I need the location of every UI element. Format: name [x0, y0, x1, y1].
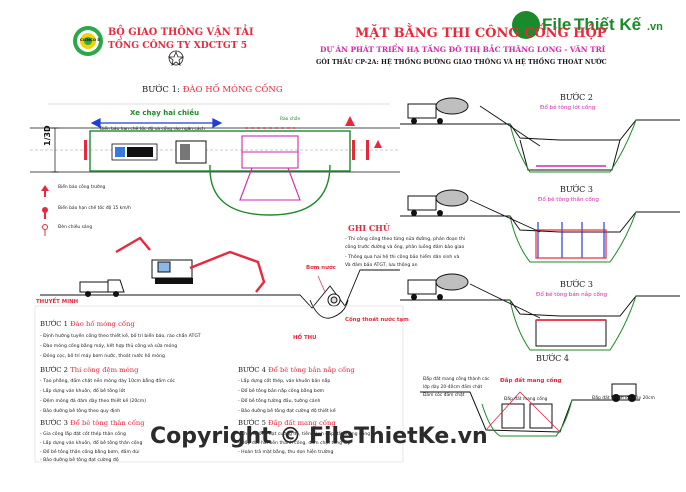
- m4-line-1: - Lắp dựng cốt thép, ván khuôn bản nắp: [238, 379, 331, 384]
- brand-name-1: File: [542, 15, 572, 34]
- brand-watermark: File Thiết Kế .vn: [512, 11, 680, 41]
- m3-head: BƯỚC 3: [40, 419, 68, 427]
- excavator-icon: [115, 236, 266, 293]
- m2-line-3: - Đệm móng đá dăm dày theo thiết kế (20c…: [40, 399, 147, 404]
- step1-main: ĐÀO HỐ MÓNG CỐNG: [182, 85, 283, 95]
- dim-label: 1/3D: [43, 125, 52, 146]
- legend-sign-icon: [41, 185, 49, 197]
- m3-line-3: - Đổ bê tông thân cống bằng bơm, đầm dùi: [40, 450, 140, 455]
- right-step-2-sub: Đổ bê tông thân cống: [538, 197, 599, 203]
- right-step-1-title: BƯỚC 2: [560, 93, 593, 102]
- pump-label: Bơm nước: [306, 265, 336, 271]
- step1-title: BƯỚC 1: ĐÀO HỐ MÓNG CỐNG: [142, 86, 283, 95]
- brand-name-3: .vn: [647, 21, 663, 33]
- m1-head: BƯỚC 1: [40, 320, 68, 328]
- m2-head: BƯỚC 2: [40, 366, 68, 374]
- method-step3-head: BƯỚC 3 Đổ bê tông thân cống: [40, 420, 145, 427]
- notes-line-1: - Thi công cống theo từng nửa đường, phâ…: [345, 237, 466, 242]
- m5-sub: Đắp đất mang cống: [268, 419, 336, 427]
- right-step-4-title: BƯỚC 4: [536, 354, 569, 363]
- method-title: THUYẾT MINH: [36, 299, 79, 305]
- notes-line-2: công trước đường và ống, phân luồng đảm …: [345, 245, 465, 250]
- m2-line-1: - Tạo phẳng, đầm chặt nền móng dày 10cm …: [40, 379, 176, 384]
- m4-line-4: - Bảo dưỡng bê tông đạt cường độ thiết k…: [238, 409, 336, 414]
- m5-head: BƯỚC 5: [238, 419, 266, 427]
- concrete-mixer-icon: [407, 189, 469, 216]
- m2-sub: Thi công đệm móng: [70, 366, 139, 374]
- company-name-2: TỔNG CÔNG TY XDCTGT 5: [108, 40, 248, 51]
- method-step1-head: BƯỚC 1 Đào hố móng cống: [40, 321, 135, 328]
- concrete-mixer-icon: [407, 97, 469, 124]
- step4-note-left-3: Đầm cóc đầm chặt: [423, 393, 465, 398]
- right-step-4-sub: Đắp đất mang cống: [500, 378, 562, 384]
- concrete-mixer-icon: [407, 273, 469, 300]
- step4-note-left-2: lớp dày 20-40cm đầm chặt: [423, 385, 483, 390]
- traffic-arrow-icon: [90, 118, 223, 128]
- m5-line-2: - Đắp đất hai bên thành cống, đầm chặt t…: [238, 441, 351, 446]
- dump-truck-icon: [79, 279, 125, 297]
- m3-line-2: - Lắp dựng ván khuôn, đổ bê tông thân cố…: [40, 441, 143, 446]
- copyright-watermark: Copyright © FileThietKe.vn: [150, 424, 488, 449]
- step4-note-right: Đắp đất thành lớp dày 20cm: [592, 396, 655, 401]
- temp-culvert-icon: [327, 293, 341, 307]
- m3-line-1: - Gia công lắp đặt cốt thép thân cống: [40, 432, 126, 437]
- method-step2-head: BƯỚC 2 Thi công đệm móng: [40, 367, 138, 374]
- right-step-3-sub: Đổ bê tông bản nắp cống: [536, 292, 607, 298]
- brand-globe-icon: [512, 11, 540, 39]
- package-subtitle: GÓI THẦU CP-2A: HỆ THỐNG ĐƯỜNG GIAO THÔN…: [316, 59, 607, 66]
- m2-line-2: - Lắp dựng ván khuôn, đổ bê tông lót: [40, 389, 126, 394]
- legend-item-2: Biển báo hạn chế tốc độ 15 km/h: [58, 206, 131, 211]
- m1-line-3: - Đóng cọc, bố trí máy bơm nước, thoát n…: [40, 354, 165, 359]
- barrier-label: Rào chắn: [280, 117, 301, 122]
- m4-sub: Đổ bê tông bản nắp cống: [268, 366, 355, 374]
- m4-line-2: - Đổ bê tông bản nắp cống bằng bơm: [238, 389, 325, 394]
- pit-label: HỐ THU: [293, 335, 317, 341]
- company-name-1: BỘ GIAO THÔNG VẬN TẢI: [108, 27, 254, 38]
- roller-compactor-icon: [611, 383, 637, 402]
- top-note: Biển báo hạn chế tốc độ và cổng rào ngăn…: [100, 127, 205, 132]
- warning-sign-icon: [345, 116, 382, 148]
- m3-line-4: - Bảo dưỡng bê tông đạt cường độ: [40, 458, 119, 463]
- notes-line-3: - Thông qua hai hệ thi công bảo hiểm dân…: [345, 255, 460, 260]
- m5-line-1: - Khi bê tông đạt cường độ, tiến hành đắ…: [238, 432, 371, 437]
- m2-line-4: - Bảo dưỡng bê tông theo quy định: [40, 409, 121, 414]
- logo-text: CIENCO 5: [80, 37, 100, 42]
- step1-prefix: BƯỚC 1:: [142, 85, 180, 95]
- notes-title: GHI CHÚ: [348, 223, 390, 233]
- legend-speed-icon: [42, 207, 48, 219]
- notes-line-4: Và đảm bảo ATGT, lưu thông an: [345, 263, 418, 268]
- m4-line-3: - Đổ bê tông tường đầu, tường cánh: [238, 399, 321, 404]
- m4-head: BƯỚC 4: [238, 366, 266, 374]
- right-step-2-title: BƯỚC 3: [560, 185, 593, 194]
- company-logo-icon: [73, 26, 103, 56]
- legend-lamp-icon: [42, 224, 48, 236]
- legend-item-3: Đèn chiếu sáng: [58, 225, 93, 230]
- step4-note-mid: Đắp đất mang cống: [504, 397, 548, 402]
- right-step-1-sub: Đổ bê tông lót cống: [540, 105, 596, 111]
- method-step5-head: BƯỚC 5 Đắp đất mang cống: [238, 420, 336, 427]
- right-step-3-title: BƯỚC 3: [560, 280, 593, 289]
- legend-item-1: Biển báo công trường: [58, 185, 106, 190]
- drawing-title: MẶT BẰNG THI CÔNG CỐNG HỘP: [355, 26, 607, 41]
- m1-line-2: - Đào móng cống bằng máy, kết hợp thủ cô…: [40, 344, 178, 349]
- project-subtitle: DỰ ÁN PHÁT TRIỂN HẠ TẦNG ĐÔ THỊ BẮC THĂN…: [320, 45, 606, 54]
- traffic-label: Xe chạy hai chiều: [130, 109, 200, 117]
- brand-name-2: Thiết Kế: [574, 15, 642, 34]
- star-emblem-icon: [167, 50, 185, 66]
- m3-sub: Đổ bê tông thân cống: [70, 419, 145, 427]
- temp-culvert-label: Cống thoát nước tạm: [345, 317, 409, 323]
- m5-line-3: - Hoàn trả mặt bằng, thu dọn hiện trường: [238, 450, 334, 455]
- m1-sub: Đào hố móng cống: [70, 320, 135, 328]
- method-step4-head: BƯỚC 4 Đổ bê tông bản nắp cống: [238, 367, 355, 374]
- step4-note-left-1: Đắp đất mang cống thành các: [423, 377, 490, 382]
- m1-line-1: - Định hướng tuyến cống theo thiết kế, b…: [40, 334, 201, 339]
